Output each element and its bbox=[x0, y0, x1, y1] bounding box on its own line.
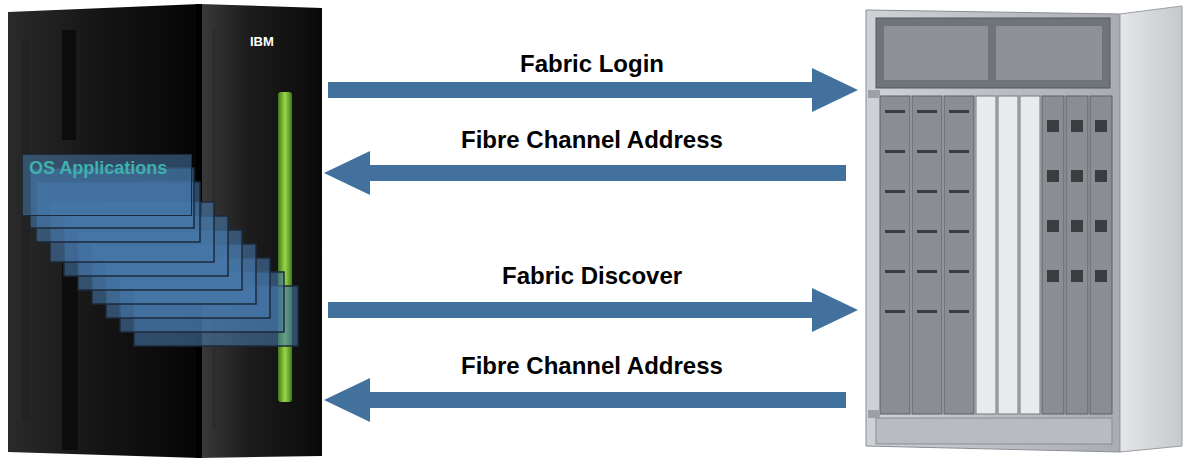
arrow-label: Fabric Discover bbox=[502, 262, 682, 290]
mainframe bbox=[8, 4, 322, 458]
fabric-switch bbox=[866, 6, 1182, 452]
os-panel: OS Applications bbox=[22, 154, 192, 216]
arrow-label: Fabric Login bbox=[520, 50, 664, 78]
logo-text: IBM bbox=[250, 34, 274, 49]
left-arrow bbox=[324, 378, 846, 422]
right-arrow bbox=[328, 288, 858, 332]
left-arrow bbox=[324, 151, 846, 195]
arrow-label: Fibre Channel Address bbox=[461, 126, 723, 154]
arrows bbox=[324, 68, 858, 422]
panel-text: OS Applications bbox=[29, 158, 185, 179]
arrow-label: Fibre Channel Address bbox=[461, 352, 723, 380]
